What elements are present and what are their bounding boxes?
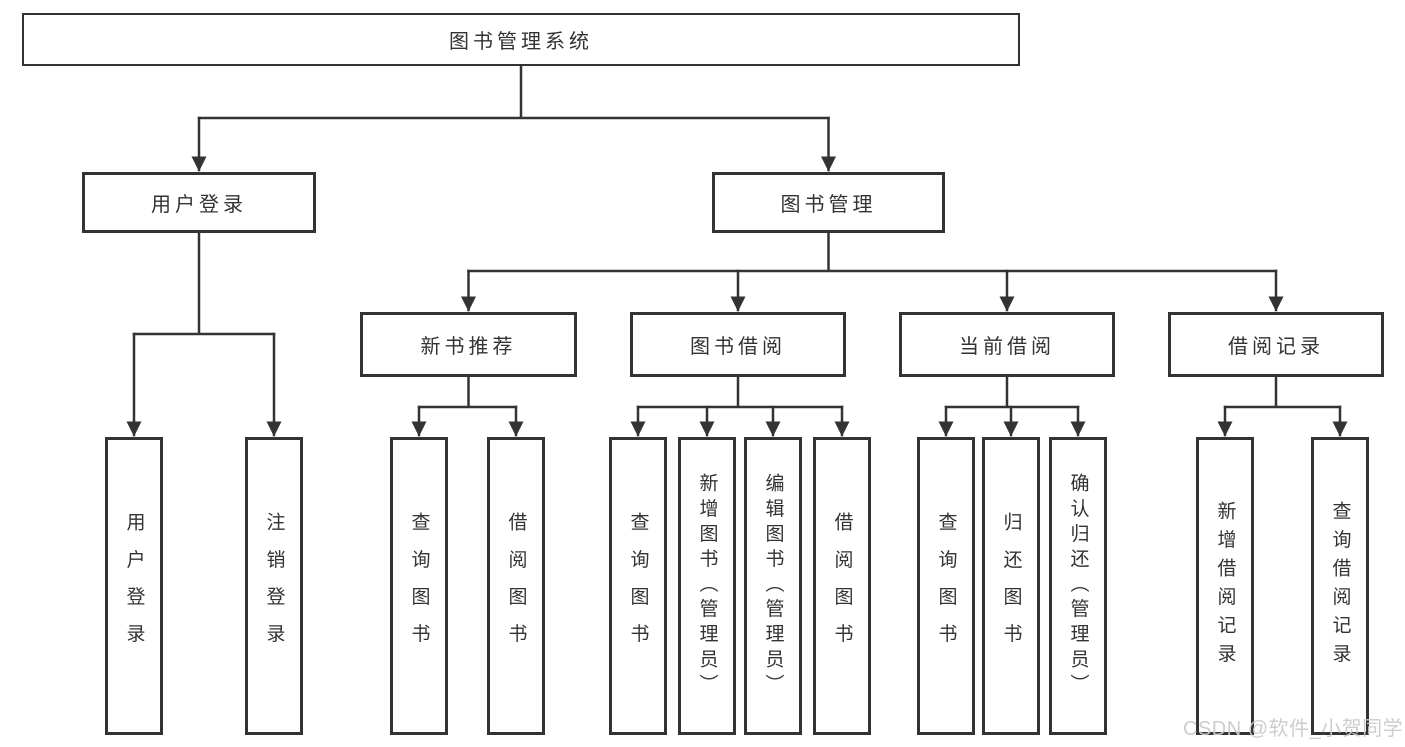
connector-user-login — [126, 231, 282, 437]
leaf-confirm-return-admin: 确认归还（管理员） — [1049, 437, 1107, 735]
leaf-edit-books-admin: 编辑图书（管理员） — [744, 437, 802, 735]
leaf-label: 查询借阅记录 — [1329, 500, 1351, 672]
connector-book-management — [461, 231, 1284, 312]
leaf-label: 新增借阅记录 — [1214, 500, 1236, 672]
leaf-query-books-borrow: 查询图书 — [609, 437, 667, 735]
leaf-borrow-books-recommend: 借阅图书 — [487, 437, 545, 735]
node-new-book-recommendation: 新书推荐 — [360, 312, 577, 377]
node-label: 用户登录 — [151, 194, 247, 216]
node-user-login-branch: 用户登录 — [82, 172, 316, 233]
node-book-borrowing: 图书借阅 — [630, 312, 846, 377]
leaf-label: 新增图书（管理员） — [696, 473, 718, 699]
leaf-add-books-admin: 新增图书（管理员） — [678, 437, 736, 735]
node-borrowing-records: 借阅记录 — [1168, 312, 1384, 377]
leaf-label: 编辑图书（管理员） — [762, 473, 784, 699]
leaf-label: 借阅图书 — [505, 511, 527, 661]
connector-current — [938, 375, 1086, 437]
leaf-label: 归还图书 — [1000, 511, 1022, 661]
leaf-label: 用户登录 — [123, 511, 145, 661]
leaf-label: 确认归还（管理员） — [1067, 473, 1089, 699]
node-label: 图书借阅 — [690, 336, 786, 358]
node-library-management-system: 图书管理系统 — [22, 13, 1020, 66]
node-label: 新书推荐 — [420, 336, 517, 358]
leaf-query-books-current: 查询图书 — [917, 437, 975, 735]
leaf-label: 借阅图书 — [831, 511, 853, 661]
leaf-query-books-recommend: 查询图书 — [390, 437, 448, 735]
node-book-management-branch: 图书管理 — [712, 172, 945, 233]
leaf-label: 注销登录 — [263, 511, 285, 661]
leaf-user-login: 用户登录 — [105, 437, 163, 735]
node-label: 借阅记录 — [1228, 336, 1324, 358]
connector-recommend — [411, 375, 524, 437]
node-label: 当前借阅 — [959, 336, 1055, 358]
node-current-borrowing: 当前借阅 — [899, 312, 1115, 377]
leaf-label: 查询图书 — [627, 511, 649, 661]
leaf-logout: 注销登录 — [245, 437, 303, 735]
node-label: 图书管理 — [780, 194, 877, 216]
leaf-label: 查询图书 — [935, 511, 957, 661]
leaf-borrow-books-borrow: 借阅图书 — [813, 437, 871, 735]
leaf-return-books: 归还图书 — [982, 437, 1040, 735]
leaf-query-borrow-record: 查询借阅记录 — [1311, 437, 1369, 735]
connector-records — [1217, 375, 1348, 437]
connector-root — [191, 64, 836, 172]
csdn-watermark: CSDN @软件_小贺同学 — [1183, 718, 1404, 740]
leaf-add-borrow-record: 新增借阅记录 — [1196, 437, 1254, 735]
leaf-label: 查询图书 — [408, 511, 430, 661]
node-label: 图书管理系统 — [449, 31, 593, 53]
connector-borrow — [630, 375, 850, 437]
